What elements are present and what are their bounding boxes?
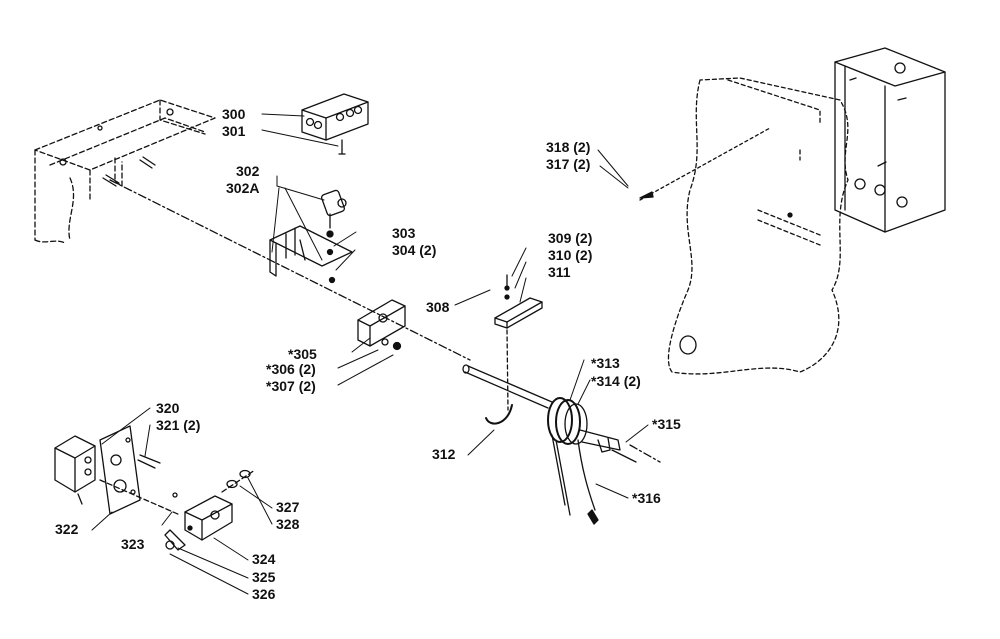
assembly-axis	[109, 179, 661, 463]
callout-301: 301	[222, 123, 246, 139]
screws-321	[137, 454, 161, 469]
callout-302a: 302A	[226, 180, 260, 196]
callout-320: 320	[156, 400, 180, 416]
control-box	[834, 47, 946, 233]
bracket-303	[269, 225, 353, 277]
right-panel-outline	[667, 77, 849, 375]
callout-300: 300	[222, 106, 246, 122]
right-panel-details	[639, 127, 793, 355]
callout-324: 324	[252, 551, 276, 567]
callout-310: 310 (2)	[548, 247, 593, 263]
left-housing-details	[59, 108, 174, 187]
callout-325: 325	[252, 569, 276, 585]
callout-326: 326	[252, 586, 276, 602]
clip-308-311	[494, 274, 543, 411]
callout-316: *316	[632, 490, 661, 506]
callout-308: 308	[426, 299, 450, 315]
hook-312	[485, 404, 513, 425]
callout-328: 328	[276, 516, 300, 532]
shaft	[462, 364, 553, 409]
callout-313: *313	[591, 355, 620, 371]
callout-304: 304 (2)	[392, 242, 437, 258]
callout-323: 323	[121, 536, 145, 552]
switch-302	[320, 189, 347, 284]
callout-327: 327	[276, 499, 300, 515]
leader-lines	[91, 113, 649, 595]
callout-311: 311	[548, 264, 571, 280]
bracket-324	[164, 495, 233, 551]
callout-322: 322	[55, 521, 79, 537]
mounting-plate-322	[99, 425, 141, 515]
callout-317: 317 (2)	[546, 156, 591, 172]
callout-305: *305	[288, 346, 317, 362]
callout-315: *315	[652, 416, 681, 432]
callout-302: 302	[236, 163, 260, 179]
callout-309: 309 (2)	[548, 230, 593, 246]
assembly-axis-lower	[99, 469, 256, 516]
callout-307: *307 (2)	[266, 378, 316, 394]
left-housing-outline	[34, 99, 216, 244]
callout-318: 318 (2)	[546, 139, 591, 155]
callout-306: *306 (2)	[266, 361, 316, 377]
callout-314: *314 (2)	[591, 373, 641, 389]
switch-assembly-320	[54, 435, 96, 505]
callout-321: 321 (2)	[156, 417, 201, 433]
terminal-block-300	[301, 93, 369, 155]
callout-312: 312	[432, 446, 456, 462]
pulley-313-314	[547, 397, 637, 525]
callout-303: 303	[392, 225, 416, 241]
